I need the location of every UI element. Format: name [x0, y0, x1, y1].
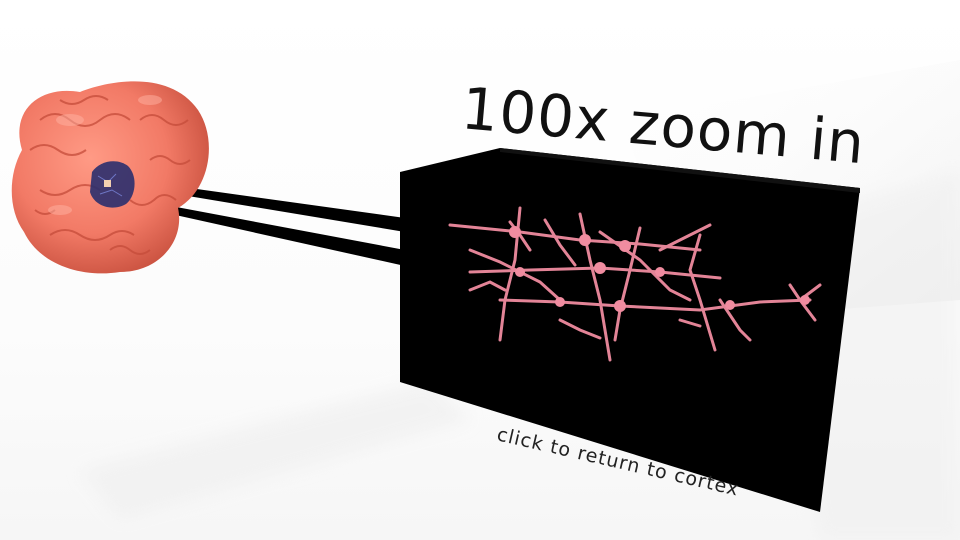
neuron-network — [448, 206, 822, 362]
highlight-region — [90, 161, 135, 208]
neuron-somas — [509, 226, 810, 312]
brain-icon[interactable] — [11, 81, 209, 274]
zoom-box[interactable] — [400, 148, 860, 512]
